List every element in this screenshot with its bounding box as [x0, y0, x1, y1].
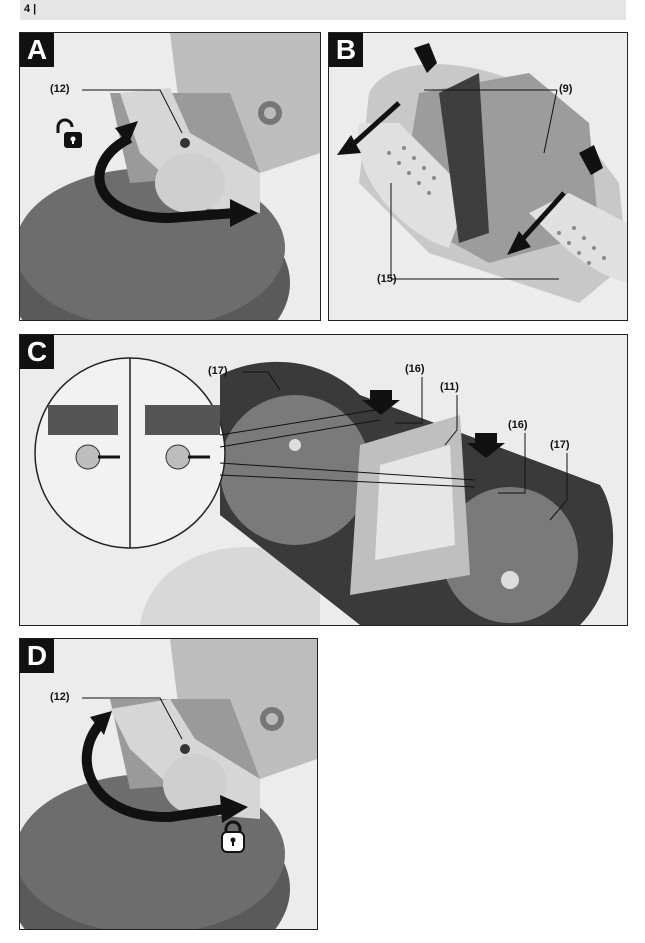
figure-panel-b: B (9) (15) [328, 32, 628, 321]
leader-line-12-a [82, 89, 183, 134]
unlock-icon [56, 118, 82, 148]
figure-d-illustration [20, 639, 317, 929]
figure-panel-c: C (17) (16) (11) (16) (17) [19, 334, 628, 626]
leader-lines-c [242, 371, 568, 521]
page-number: 4 | [24, 3, 37, 15]
callout-12-d: (12) [50, 691, 70, 703]
figure-c-illustration [34, 357, 614, 625]
callout-17-right: (17) [550, 439, 570, 451]
panel-letter-d: D [20, 639, 54, 673]
callout-9: (9) [559, 83, 573, 95]
lock-icon [221, 820, 245, 853]
callout-16-top: (16) [405, 363, 425, 375]
figure-panel-a: A (12) [19, 32, 321, 321]
callout-17-top: (17) [208, 365, 228, 377]
page-header-bar: 4 | [20, 0, 626, 20]
leader-line-12-d [82, 697, 183, 740]
panel-letter-c: C [20, 335, 54, 369]
callout-12-a: (12) [50, 83, 70, 95]
figure-b-illustration [337, 43, 627, 303]
callout-15: (15) [377, 273, 397, 285]
figure-panel-d: D (12) [19, 638, 318, 930]
figure-a-illustration [20, 33, 320, 320]
callout-16-right: (16) [508, 419, 528, 431]
panel-letter-a: A [20, 33, 54, 67]
leader-lines-b [390, 89, 559, 280]
callout-11: (11) [440, 381, 459, 393]
panel-letter-b: B [329, 33, 363, 67]
